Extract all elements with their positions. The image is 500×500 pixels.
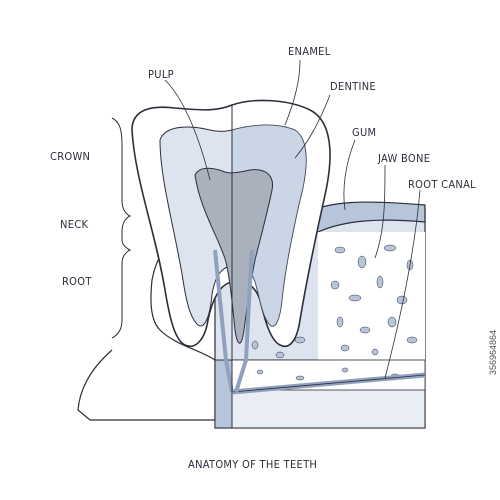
root-canal-left [213, 249, 234, 393]
leader-enamel [284, 59, 301, 126]
leader-lines [164, 59, 421, 379]
pulp-chamber [194, 167, 274, 344]
label-root-canal: ROOT CANAL [408, 178, 476, 191]
label-pulp: PULP [148, 68, 174, 81]
label-enamel: ENAMEL [288, 45, 331, 58]
leader-jaw-bone [374, 164, 386, 259]
label-neck: NECK [60, 218, 88, 231]
label-crown: CROWN [50, 150, 90, 163]
leader-gum [343, 139, 356, 211]
label-gum: GUM [352, 126, 376, 139]
label-jaw-bone: JAW BONE [377, 152, 430, 165]
leader-pulp [164, 79, 211, 181]
gum-layer [298, 201, 426, 233]
label-root: ROOT [62, 275, 92, 288]
diagram-title: ANATOMY OF THE TEETH [188, 458, 317, 471]
leader-dentine [294, 94, 331, 159]
root-canal-right [234, 249, 254, 393]
leader-root-canal [384, 189, 421, 379]
stock-id-watermark: 356964864 [488, 330, 498, 376]
region-bracket [111, 117, 132, 339]
jaw-outline [77, 249, 216, 421]
label-dentine: DENTINE [330, 80, 376, 93]
